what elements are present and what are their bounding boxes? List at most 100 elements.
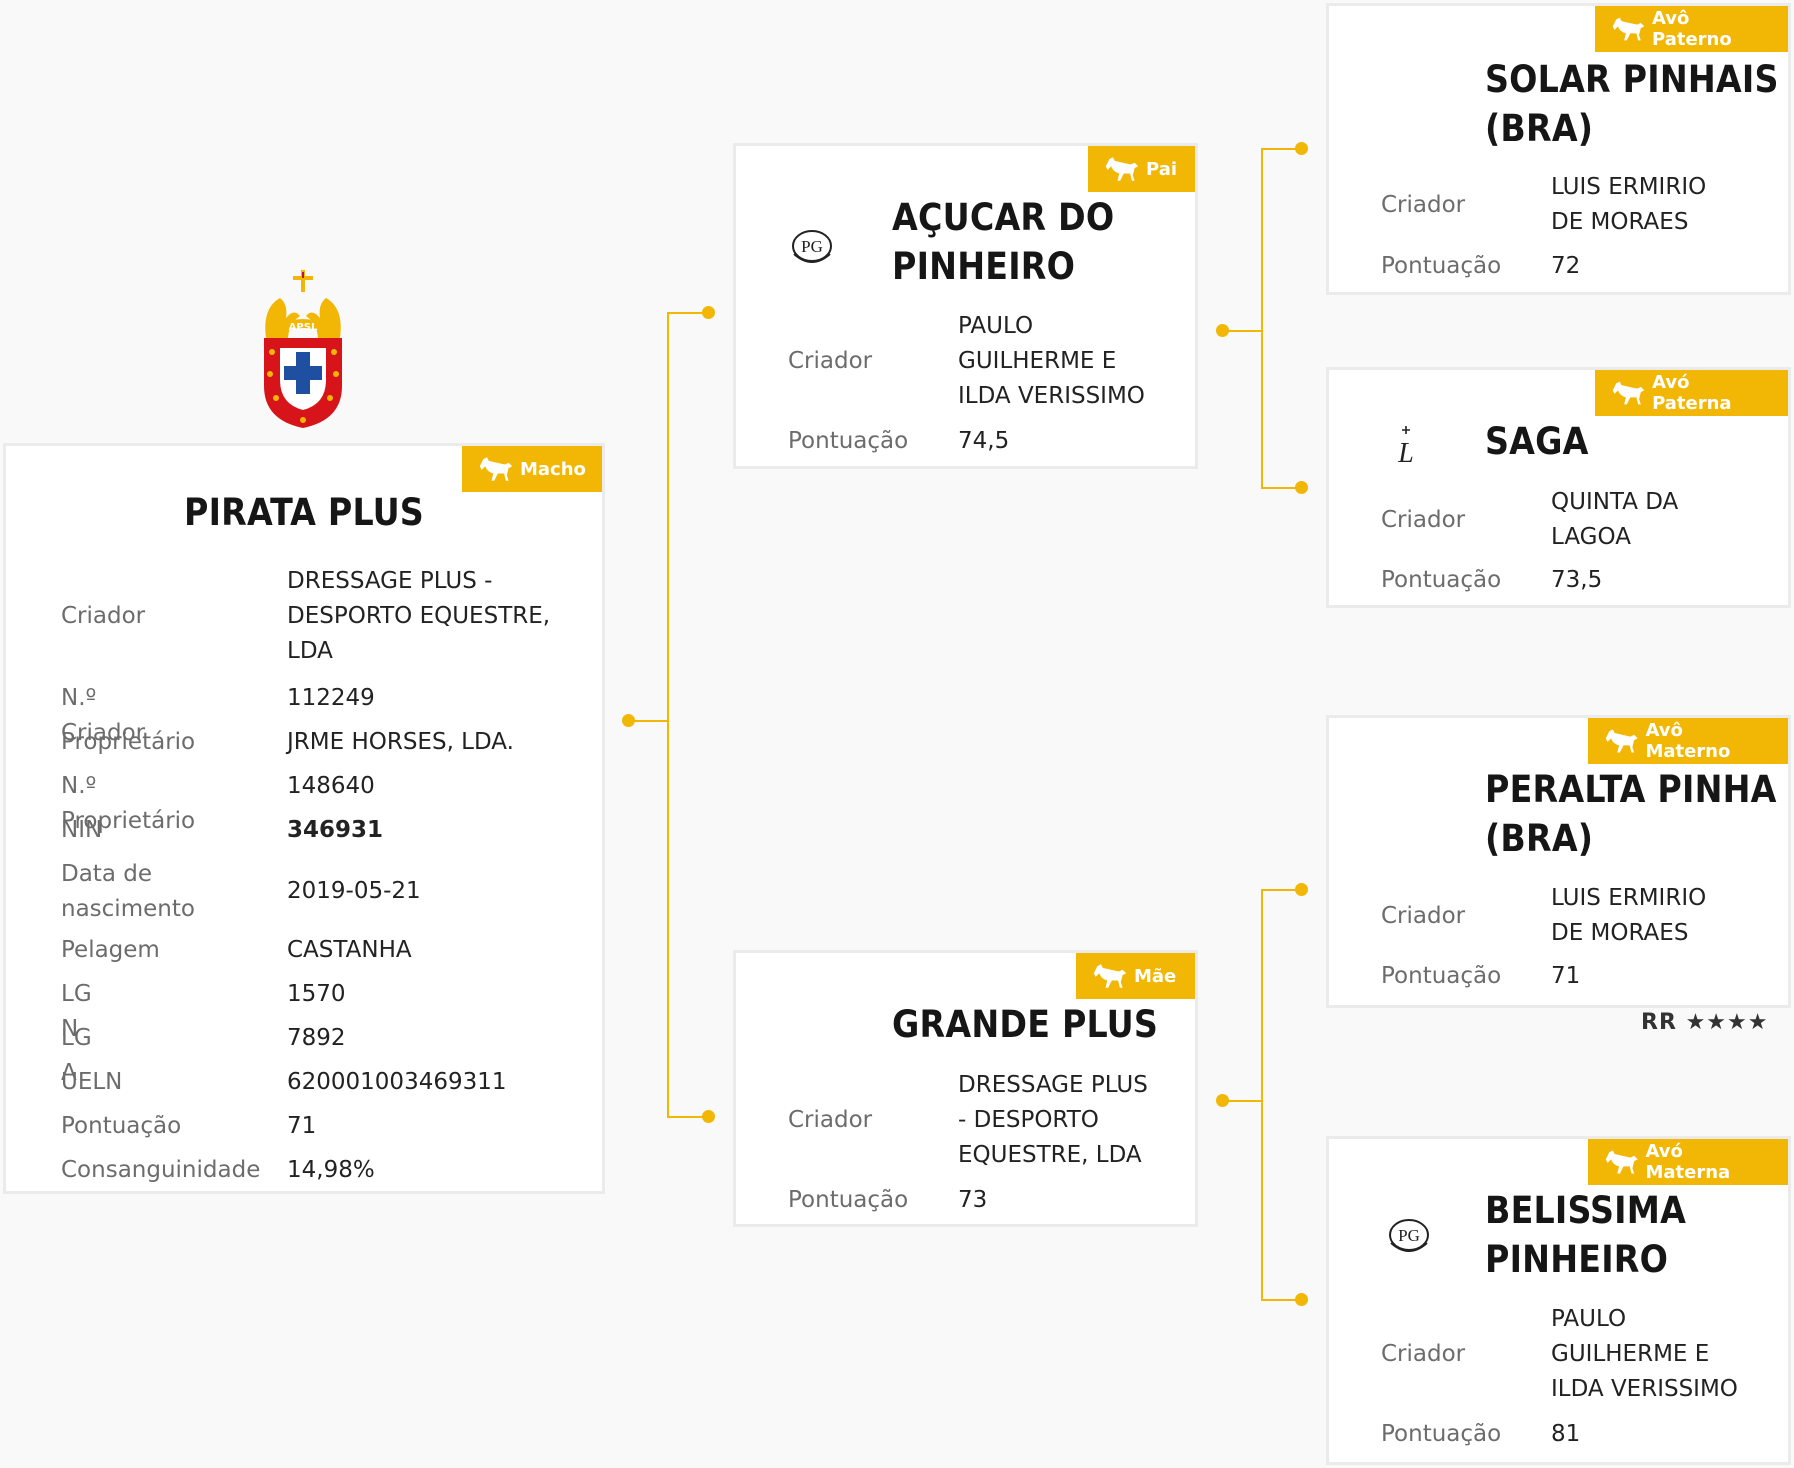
pontuacao-label: Pontuação — [1381, 963, 1502, 989]
connector-dot — [1295, 481, 1308, 494]
horse-icon — [478, 455, 514, 483]
pontuacao-label: Pontuação — [1381, 253, 1502, 279]
info-label: NIN — [61, 817, 103, 843]
horse-card-avo-materna: Avó Materna PG BELISSIMA PINHEIRO Criado… — [1326, 1136, 1791, 1465]
criador-label: Criador — [1381, 903, 1466, 929]
apsl-logo-text: APSL — [289, 322, 318, 333]
horse-name[interactable]: PIRATA PLUS — [184, 491, 424, 534]
pontuacao-value: 71 — [1551, 963, 1581, 989]
breeder-logo-text: PG — [801, 237, 823, 256]
info-label: Criador — [61, 603, 146, 629]
info-label: LG N — [61, 981, 92, 1042]
rating-stars: ★★★★ — [1686, 1010, 1769, 1035]
pontuacao-value: 72 — [1551, 253, 1581, 279]
horse-card-avo-paterna: Avó Paterna L SAGA Criador QUINTA DA LAG… — [1326, 367, 1791, 608]
horse-name[interactable]: BELISSIMA PINHEIRO — [1485, 1189, 1687, 1281]
badge-label: Avó Paterna — [1652, 372, 1732, 414]
badge-pai: Pai — [1088, 146, 1195, 192]
info-value: 14,98% — [287, 1157, 375, 1183]
horse-icon — [1604, 727, 1639, 755]
connector-dot — [702, 1110, 715, 1123]
badge-label: Pai — [1146, 158, 1178, 180]
horse-name[interactable]: SOLAR PINHAIS (BRA) — [1485, 58, 1779, 150]
connector-line — [1222, 1100, 1262, 1102]
breeder-logo-pg-icon: PG — [1385, 1217, 1433, 1257]
pontuacao-value: 73 — [958, 1187, 988, 1213]
info-value: 7892 — [287, 1025, 346, 1051]
horse-name[interactable]: PERALTA PINHA (BRA) — [1485, 768, 1777, 860]
criador-label: Criador — [788, 1107, 873, 1133]
connector-dot — [702, 306, 715, 319]
badge-avo-paterno: Avô Paterno — [1595, 6, 1788, 52]
horse-icon — [1092, 962, 1128, 990]
criador-label: Criador — [1381, 192, 1466, 218]
apsl-crest-icon: APSL — [258, 268, 348, 430]
badge-avo-materna: Avó Materna — [1588, 1139, 1788, 1185]
star-icon: ★ — [1727, 1010, 1748, 1035]
info-value: 71 — [287, 1113, 317, 1139]
info-value: DRESSAGE PLUS - DESPORTO EQUESTRE, LDA — [287, 568, 551, 664]
info-label: Data de nascimento — [61, 861, 195, 922]
connector-line — [1222, 330, 1262, 332]
connector-dot — [1295, 883, 1308, 896]
info-value: 346931 — [287, 817, 384, 843]
info-label: UELN — [61, 1069, 123, 1095]
connector-line — [667, 1116, 707, 1118]
info-value: 148640 — [287, 773, 375, 799]
badge-mae: Mãe — [1076, 953, 1195, 999]
badge-label: Avó Materna — [1645, 1141, 1731, 1183]
horse-card-pai: Pai PG AÇUCAR DO PINHEIRO Criador PAULO … — [733, 143, 1198, 469]
criador-label: Criador — [788, 348, 873, 374]
badge-label: Avô Materno — [1645, 720, 1731, 762]
horse-card-avo-materno: Avô Materno PERALTA PINHA (BRA) Criador … — [1326, 715, 1791, 1008]
info-value: 112249 — [287, 685, 375, 711]
rating-text: RR — [1641, 1010, 1677, 1035]
criador-label: Criador — [1381, 507, 1466, 533]
horse-card-avo-paterno: Avô Paterno SOLAR PINHAIS (BRA) Criador … — [1326, 3, 1791, 295]
badge-label: Mãe — [1134, 965, 1177, 987]
star-icon: ★ — [1685, 1010, 1707, 1035]
star-icon: ★ — [1747, 1010, 1769, 1035]
badge-avo-paterna: Avó Paterna — [1595, 370, 1788, 416]
info-label: Pelagem — [61, 937, 160, 963]
pontuacao-value: 81 — [1551, 1421, 1581, 1447]
info-value: CASTANHA — [287, 937, 412, 963]
info-value: 1570 — [287, 981, 346, 1007]
star-icon: ★ — [1706, 1010, 1728, 1035]
horse-icon — [1611, 15, 1646, 43]
horse-icon — [1611, 379, 1646, 407]
connector-dot — [1295, 142, 1308, 155]
criador-value: PAULO GUILHERME E ILDA VERISSIMO — [1551, 1306, 1738, 1402]
connector-dot — [1295, 1293, 1308, 1306]
badge-avo-materno: Avô Materno — [1588, 718, 1788, 764]
connector-line — [1261, 487, 1301, 489]
pontuacao-label: Pontuação — [788, 428, 909, 454]
connector-line — [667, 312, 707, 314]
horse-name[interactable]: SAGA — [1485, 420, 1589, 463]
info-label: N.º Proprietário — [61, 773, 196, 834]
connector-line — [628, 720, 668, 722]
breeder-logo-text: PG — [1398, 1226, 1420, 1245]
pontuacao-label: Pontuação — [1381, 1421, 1502, 1447]
info-label: Consanguinidade — [61, 1157, 261, 1183]
criador-value: DRESSAGE PLUS - DESPORTO EQUESTRE, LDA — [958, 1072, 1148, 1168]
badge-macho: Macho — [462, 446, 602, 492]
connector-line — [1261, 148, 1263, 488]
info-value: 620001003469311 — [287, 1069, 507, 1095]
criador-value: LUIS ERMIRIO DE MORAES — [1551, 885, 1707, 946]
info-value: 2019-05-21 — [287, 878, 421, 904]
connector-line — [1261, 889, 1301, 891]
connector-line — [667, 312, 669, 1117]
breeder-logo-text: L — [1397, 438, 1414, 468]
pontuacao-value: 73,5 — [1551, 567, 1603, 593]
horse-name[interactable]: GRANDE PLUS — [892, 1003, 1159, 1046]
horse-card-mae: Mãe GRANDE PLUS Criador DRESSAGE PLUS - … — [733, 950, 1198, 1227]
horse-card-main: Macho PIRATA PLUS Criador DRESSAGE PLUS -… — [3, 443, 605, 1194]
connector-line — [1261, 148, 1301, 150]
badge-label: Macho — [520, 458, 586, 480]
horse-icon — [1604, 1148, 1639, 1176]
horse-name[interactable]: AÇUCAR DO PINHEIRO — [892, 196, 1115, 288]
breeder-logo-lagoa-icon: L — [1391, 424, 1421, 469]
info-label: N.º Criador — [61, 685, 146, 746]
criador-value: PAULO GUILHERME E ILDA VERISSIMO — [958, 313, 1145, 409]
